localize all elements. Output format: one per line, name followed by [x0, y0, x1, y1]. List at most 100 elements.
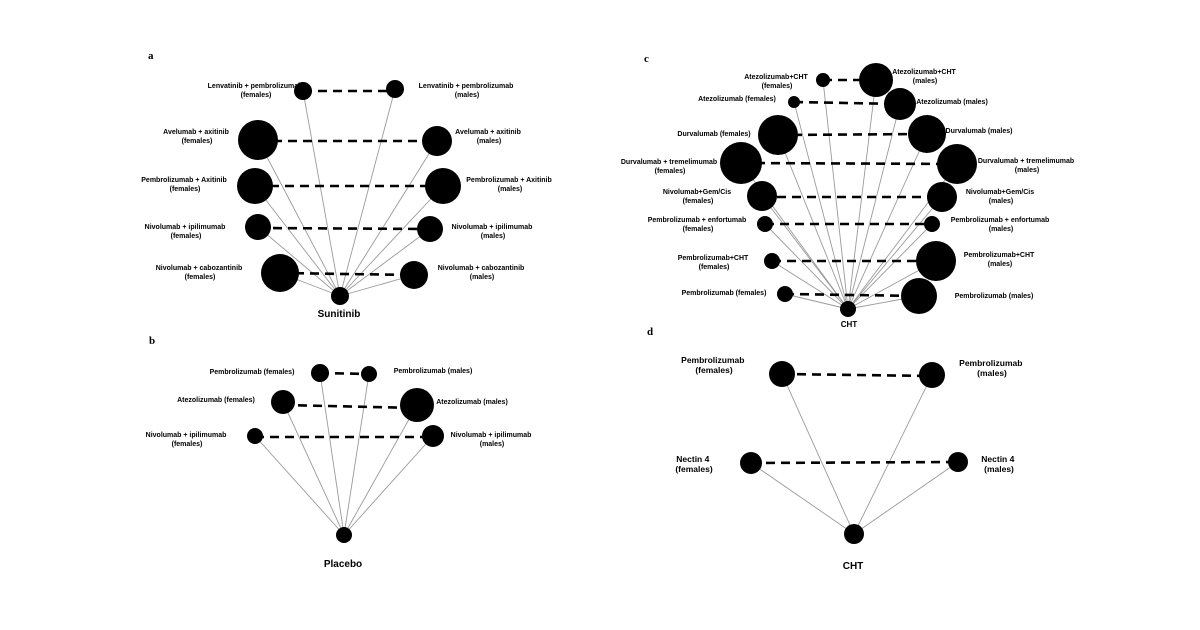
node-label: Nivolumab+Gem/Cis (females)	[663, 189, 733, 205]
treatment-node	[747, 181, 777, 211]
treatment-node	[361, 366, 377, 382]
treatment-node	[245, 214, 271, 240]
panel-b-letter: b	[149, 335, 155, 347]
spoke	[822, 79, 849, 310]
treatment-node	[271, 390, 295, 414]
node-label: Pembrolizumab (males)	[955, 293, 1034, 300]
hub-node	[840, 301, 856, 317]
spoke	[750, 462, 855, 535]
node-label: Avelumab + axitinib (males)	[455, 129, 523, 145]
treatment-node	[400, 388, 434, 422]
treatment-node	[788, 96, 800, 108]
panel-c-nodes	[720, 63, 977, 317]
comparison-link	[793, 100, 901, 106]
treatment-node	[924, 216, 940, 232]
panel-d-letter: d	[647, 326, 653, 338]
spoke	[339, 228, 431, 297]
node-label: Pembrolizumab + Axitinib (males)	[466, 177, 553, 193]
node-label: Durvalumab + tremelimumab (males)	[978, 158, 1076, 174]
panel-d-labels: Pembrolizumab (females) Pembrolizumab (m…	[675, 355, 1025, 572]
spoke	[254, 435, 345, 536]
treatment-node	[769, 361, 795, 387]
spoke	[847, 79, 877, 310]
treatment-node	[237, 168, 273, 204]
node-label: Nivolumab + cabozantinib (females)	[156, 265, 245, 281]
treatment-node	[386, 80, 404, 98]
comparison-link	[257, 226, 431, 231]
panel-d: d Pembrolizumab (females) Pembrolizumab	[647, 326, 1025, 572]
spoke	[319, 372, 345, 536]
panel-a: a	[141, 50, 553, 320]
treatment-node	[238, 120, 278, 160]
node-label: Atezolizumab+CHT (females)	[744, 74, 810, 90]
spoke	[777, 134, 849, 310]
panel-a-nodes	[237, 80, 461, 305]
panel-b: b Pembrolizumab (females) Pembrolizum	[146, 335, 532, 570]
treatment-node	[261, 254, 299, 292]
node-label: Pembrolizumab (males)	[959, 358, 1025, 378]
node-label: Pembrolizumab + enfortumab (females)	[648, 217, 749, 233]
panel-a-letter: a	[148, 50, 154, 62]
node-label: Lenvatinib + pembrolizumab (females)	[208, 83, 305, 99]
node-label: Atezolizumab (females)	[698, 96, 776, 103]
node-label: Pembrolizumab+CHT (females)	[678, 255, 751, 271]
treatment-node	[740, 452, 762, 474]
spoke	[853, 461, 959, 535]
comparison-link	[781, 372, 933, 378]
spoke	[771, 260, 849, 310]
node-label: Atezolizumab (males)	[436, 399, 508, 406]
treatment-node	[294, 82, 312, 100]
hub-label: CHT	[843, 561, 864, 572]
spoke	[343, 435, 434, 536]
panel-d-dashes	[750, 372, 959, 465]
treatment-node	[948, 452, 968, 472]
treatment-node	[764, 253, 780, 269]
spoke	[781, 373, 855, 535]
treatment-node	[901, 278, 937, 314]
node-label: Nivolumab + ipilimumab (males)	[452, 224, 535, 240]
spoke	[339, 140, 438, 297]
hub-node	[844, 524, 864, 544]
node-label: Nectin 4 (females)	[675, 454, 712, 474]
panel-d-spokes	[750, 373, 959, 535]
node-label: Pembrolizumab + enfortumab (males)	[951, 217, 1052, 233]
spoke	[853, 374, 933, 535]
node-label: Pembrolizumab+CHT (males)	[964, 252, 1037, 268]
treatment-node	[422, 126, 452, 156]
treatment-node	[417, 216, 443, 242]
spoke	[254, 185, 341, 297]
spoke	[793, 101, 849, 310]
node-label: Atezolizumab+CHT (males)	[892, 69, 958, 85]
panel-c: c	[621, 53, 1076, 329]
comparison-link	[750, 460, 959, 465]
treatment-node	[919, 362, 945, 388]
node-label: Nivolumab + cabozantinib (males)	[438, 265, 527, 281]
panel-c-labels: Atezolizumab+CHT (females) Atezolizumab+…	[621, 69, 1076, 329]
comparison-link	[784, 292, 920, 298]
node-label: Durvalumab (females)	[677, 131, 750, 138]
hub-label: Placebo	[324, 559, 362, 570]
node-label: Nivolumab+Gem/Cis (males)	[966, 189, 1036, 205]
spoke	[784, 293, 849, 310]
panel-b-labels: Pembrolizumab (females) Pembrolizumab (m…	[146, 368, 532, 570]
node-label: Atezolizumab (females)	[177, 397, 255, 404]
treatment-node	[400, 261, 428, 289]
panel-b-spokes	[254, 372, 434, 536]
panel-b-nodes	[247, 364, 444, 543]
node-label: Pembrolizumab (females)	[681, 355, 747, 375]
node-label: Pembrolizumab (males)	[394, 368, 473, 375]
spoke	[339, 88, 396, 297]
treatment-node	[757, 216, 773, 232]
spoke	[282, 401, 345, 536]
treatment-node	[422, 425, 444, 447]
comparison-link	[279, 271, 415, 277]
spoke	[761, 195, 849, 310]
treatment-node	[425, 168, 461, 204]
spoke	[339, 185, 444, 297]
treatment-node	[720, 142, 762, 184]
hub-node	[336, 527, 352, 543]
node-label: Atezolizumab (males)	[916, 99, 988, 106]
treatment-node	[908, 115, 946, 153]
hub-label: CHT	[841, 320, 858, 329]
